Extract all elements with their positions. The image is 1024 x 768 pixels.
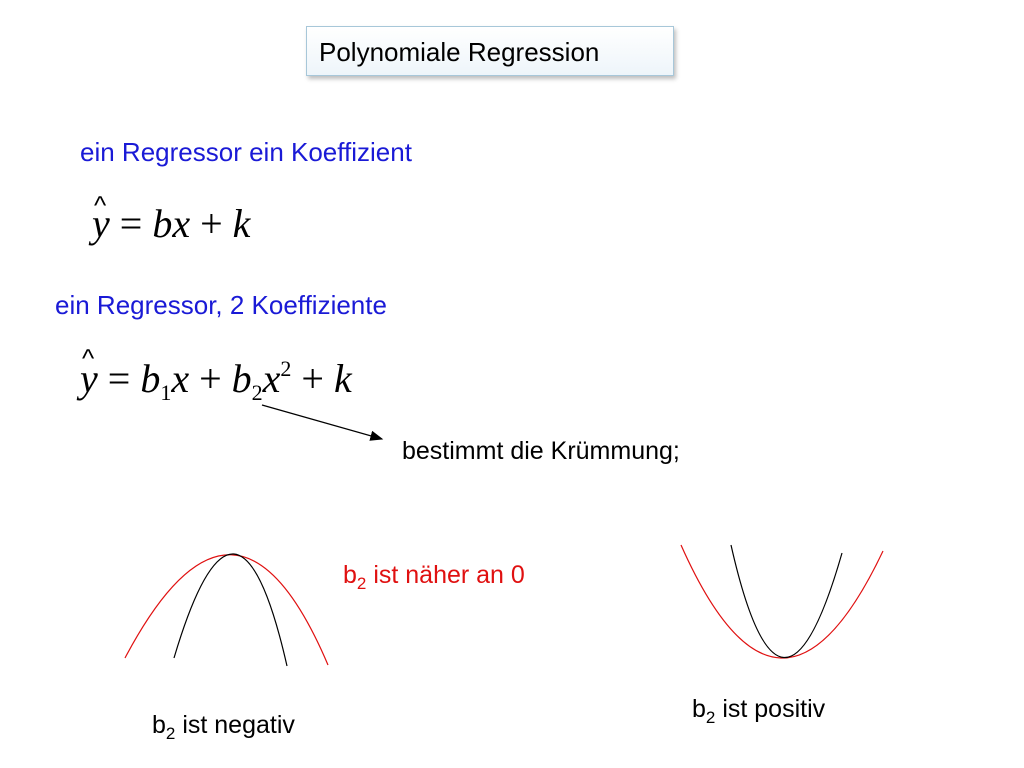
formula2-y: y — [80, 356, 98, 401]
note-positive-rest: ist positiv — [715, 695, 826, 723]
note-closer-b: b — [343, 561, 357, 589]
section1-heading: ein Regressor ein Koeffizient — [80, 137, 412, 167]
note-negative-rest: ist negativ — [175, 711, 295, 739]
formula1-k: k — [232, 201, 251, 246]
formula1: y = bx + k — [92, 200, 250, 247]
narrow-upward-parabola — [730, 544, 843, 659]
formula1-y: y — [92, 201, 110, 246]
section2-heading: ein Regressor, 2 Koeffiziente — [55, 290, 387, 320]
note-positive-sub: 2 — [705, 707, 716, 727]
note-positive-b: b — [692, 695, 706, 723]
formula2-plus2: + — [301, 356, 324, 401]
note-negative: b2 ist negativ — [152, 711, 295, 743]
formula1-plus: + — [200, 201, 223, 246]
note-closer-to-zero: b2 ist näher an 0 — [343, 561, 525, 593]
note-negative-b: b — [152, 711, 166, 739]
note-closer-rest: ist näher an 0 — [366, 561, 525, 589]
formula2-b1: b — [140, 356, 161, 401]
formula2-sub2: 2 — [251, 379, 263, 405]
note-closer-sub: 2 — [356, 573, 367, 593]
curvature-arrow — [261, 404, 384, 441]
narrow-downward-parabola — [173, 553, 288, 667]
page-title: Polynomiale Regression — [319, 37, 600, 67]
formula2-b2: b — [231, 356, 252, 401]
formula2-eq: = — [107, 356, 131, 401]
formula2-k: k — [333, 356, 352, 401]
formula2-sub1: 1 — [160, 379, 172, 405]
formula2: y = b1x + b2x2 + k — [80, 355, 352, 405]
wide-upward-parabola — [680, 544, 884, 659]
formula2-hat: ^ — [82, 343, 95, 373]
title-box: Polynomiale Regression — [306, 26, 674, 76]
formula1-hat: ^ — [94, 190, 107, 220]
formula1-eq: = — [119, 201, 143, 246]
formula2-sup2: 2 — [280, 355, 292, 381]
note-positive: b2 ist positiv — [692, 695, 826, 727]
formula2-x2: x — [262, 356, 281, 401]
wide-downward-parabola — [124, 554, 329, 666]
formula1-bx: bx — [152, 201, 191, 246]
formula2-plus1: + — [199, 356, 222, 401]
formula2-x1: x — [171, 356, 190, 401]
note-negative-sub: 2 — [165, 723, 176, 743]
curvature-annotation: bestimmt die Krümmung; — [402, 437, 680, 465]
